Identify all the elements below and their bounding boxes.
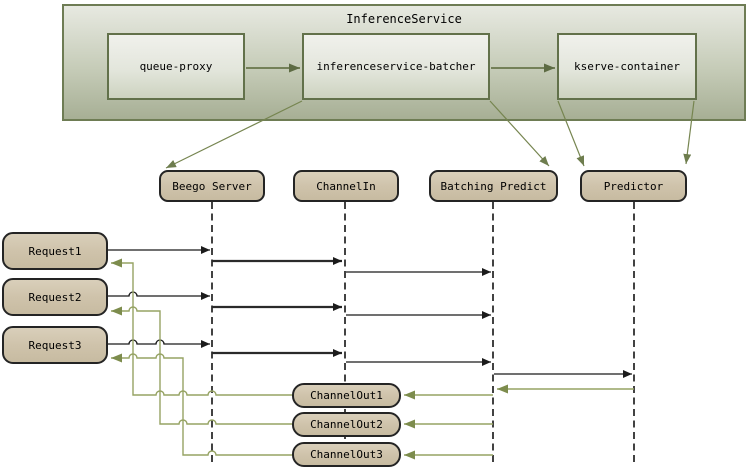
lifeline-head-beego-server-label: Beego Server <box>172 179 252 193</box>
lifeline-head-channelin-label: ChannelIn <box>316 179 376 193</box>
component-kserve-container-label: kserve-container <box>574 60 680 73</box>
request1-label: Request1 <box>28 244 82 258</box>
channelout3-label: ChannelOut3 <box>310 448 383 461</box>
request2-label: Request2 <box>28 290 82 304</box>
lifeline-head-beego-server: Beego Server <box>159 170 265 202</box>
component-inferenceservice-batcher: inferenceservice-batcher <box>302 33 490 100</box>
channelout1-box: ChannelOut1 <box>292 383 401 408</box>
channelout2-box: ChannelOut2 <box>292 412 401 437</box>
lifeline-head-predictor: Predictor <box>580 170 687 202</box>
component-queue-proxy: queue-proxy <box>107 33 245 100</box>
lifeline-head-batching-predict: Batching Predict <box>429 170 558 202</box>
component-queue-proxy-label: queue-proxy <box>139 60 213 73</box>
lifeline-head-predictor-label: Predictor <box>603 179 664 193</box>
request3-label: Request3 <box>28 338 82 352</box>
component-kserve-container: kserve-container <box>557 33 697 100</box>
channelout1-label: ChannelOut1 <box>310 389 383 402</box>
channelout2-label: ChannelOut2 <box>310 418 383 431</box>
lifeline-head-channelin: ChannelIn <box>293 170 399 202</box>
channelout3-box: ChannelOut3 <box>292 442 401 467</box>
request3-box: Request3 <box>2 326 108 364</box>
inference-service-title: InferenceService <box>346 12 462 26</box>
request2-box: Request2 <box>2 278 108 316</box>
component-inferenceservice-batcher-label: inferenceservice-batcher <box>316 60 476 73</box>
lifeline-head-batching-predict-label: Batching Predict <box>440 179 547 193</box>
request1-box: Request1 <box>2 232 108 270</box>
